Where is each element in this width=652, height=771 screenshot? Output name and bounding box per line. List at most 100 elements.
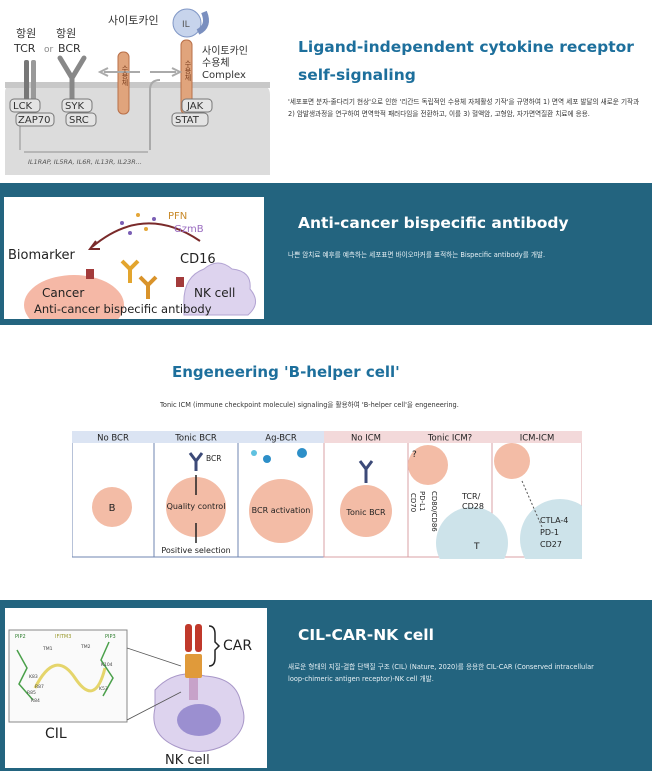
qc-text: Quality control [167,502,226,511]
granule-dot-1 [120,221,124,225]
bispecific-figure: PFN GzmB Biomarker CD16 Cancer NK cell A… [4,197,264,319]
section1-title-line2: self-signaling [298,66,416,84]
bcr-activation-text: BCR activation [252,506,311,515]
lck-box [9,98,41,113]
dashed-link [521,480,543,528]
b-cell-1 [92,487,132,527]
b-cell-2 [166,477,226,537]
cd16-shape [176,277,184,287]
car-tm [185,654,202,678]
section2-title: Anti-cancer bispecific antibody [298,214,569,232]
bcr-shape [57,55,87,109]
cil-label: CIL [45,726,67,742]
b-cell-4 [340,485,392,537]
header-band-pink [324,431,582,443]
cd28-text: CD28 [462,502,484,511]
panel-label-icm-icm: ICM-ICM [520,434,555,444]
tm2-label: TM2 [80,644,91,650]
antigen-label-1: 항원 [16,27,36,40]
cil-ribbon [33,663,107,693]
antigen-dot-1 [251,450,257,456]
il-arm [196,10,209,35]
cancer-label: Cancer [42,286,84,300]
ps-text: Positive selection [161,546,230,555]
antigen-dot-3 [297,448,307,458]
section1-title: Ligand-independent cytokine receptor sel… [298,33,634,89]
stat-label: STAT [175,115,200,126]
section-b-helper: Engeneering 'B-helper cell' Tonic ICM (i… [0,325,652,595]
biomarker-label: Biomarker [8,248,76,263]
r85-label: R85 [27,690,36,696]
b-cell-label: B [109,503,116,514]
syk-box [61,98,93,113]
panel-label-tonic-icm: Tonic ICM? [427,434,472,444]
ctla4-text: CTLA-4 [540,516,568,525]
cytokine-receptor-figure: 항원 항원 TCR or BCR 사이토카인 IL 사이토카인 수용체 Comp… [0,0,278,175]
cytokine-receptor-diagram: 항원 항원 TCR or BCR 사이토카인 IL 사이토카인 수용체 Comp… [5,8,270,175]
tonic-bcr-text: Tonic BCR [345,508,386,517]
cil-sticks-right [100,641,114,697]
receptor-label-1: 사이토카인 [202,45,248,57]
antigen-dot-2 [263,455,271,463]
or-label: or [44,45,54,55]
pd1-text: PD-1 [540,528,559,537]
cd16-label: CD16 [180,252,216,267]
section-cil-car-nk: PIP2 IFITM3 PIP3 TM1 TM2 K83 R87 R85 R84… [0,600,652,771]
r87-label: R87 [35,684,44,690]
callout-line-2 [126,691,182,721]
zap70-box [15,112,55,127]
k53-label: K53 [99,686,108,692]
granule-dot-2 [136,213,140,217]
pip2-label: PIP2 [15,634,26,640]
section3-title: Engeneering 'B-helper cell' [172,363,400,381]
cd80-text: CD80/CD86 [430,491,438,532]
il-label: IL [182,20,190,30]
nk-cell-shape [183,262,256,316]
src-box [65,112,97,127]
section4-desc-line1: 새로운 형태의 지질-결합 단백질 구조 (CIL) (Nature, 2020… [288,663,594,671]
nk-cell-label: NK cell [165,753,210,768]
section2-desc: 나쁜 암치료 예후를 예측하는 세포표면 바이오마커를 표적하는 Bispeci… [288,251,546,259]
cil-car-diagram: PIP2 IFITM3 PIP3 TM1 TM2 K83 R87 R85 R84… [8,624,252,768]
granule-dot-5 [128,231,132,235]
arrow-right-head [171,67,183,77]
tcr-text: TCR/ [461,492,481,501]
car-right [195,624,202,652]
jak-box [181,98,213,113]
section-cytokine-receptor: 항원 항원 TCR or BCR 사이토카인 IL 사이토카인 수용체 Comp… [0,0,652,180]
zap70-label: ZAP70 [18,115,50,126]
bispecific-caption: Anti-cancer bispecific antibody [34,302,212,316]
pd-l1-text: PD-L1 [418,491,426,512]
receptor-text-left: 수용체 [121,65,129,87]
b-cell-3 [249,479,313,543]
pip3-label: PIP3 [105,634,116,640]
granule-dot-4 [144,227,148,231]
tcr-shape [24,60,29,105]
callout-line-1 [126,647,182,667]
stat-box [171,112,209,127]
b-cell-6 [494,443,530,479]
car-intra [189,678,198,700]
bcr-label: BCR [58,42,81,55]
antigen-label-2: 항원 [56,27,76,40]
antibody-1 [120,259,140,283]
tcr-label: TCR [13,42,36,55]
cil-sticks-left [16,649,34,701]
biomarker-shape [86,269,94,279]
panel-label-no-icm: No ICM [351,434,381,444]
granule-arc [91,222,201,248]
receptor-label-2: 수용체 [202,57,230,69]
syk-label: SYK [65,101,84,112]
cd70-text: CD70 [409,493,417,512]
section3-desc: Tonic ICM (immune checkpoint molecule) s… [160,401,459,409]
bispecific-diagram: PFN GzmB Biomarker CD16 Cancer NK cell A… [8,211,256,319]
receptor-label-3: Complex [202,70,246,81]
cancer-cell-shape [24,275,124,319]
r84-label: R84 [31,698,40,704]
nk-nucleus [177,704,221,736]
panel-label-no-bcr: No BCR [97,434,129,444]
bcr-icon [188,452,204,471]
section1-desc: '세포표면 분자-줄다리기 현상'으로 인한 '리간드 독립적인 수용체 자체활… [288,98,640,118]
bcr-icon-2 [358,460,374,483]
section4-title: CIL-CAR-NK cell [298,626,434,644]
